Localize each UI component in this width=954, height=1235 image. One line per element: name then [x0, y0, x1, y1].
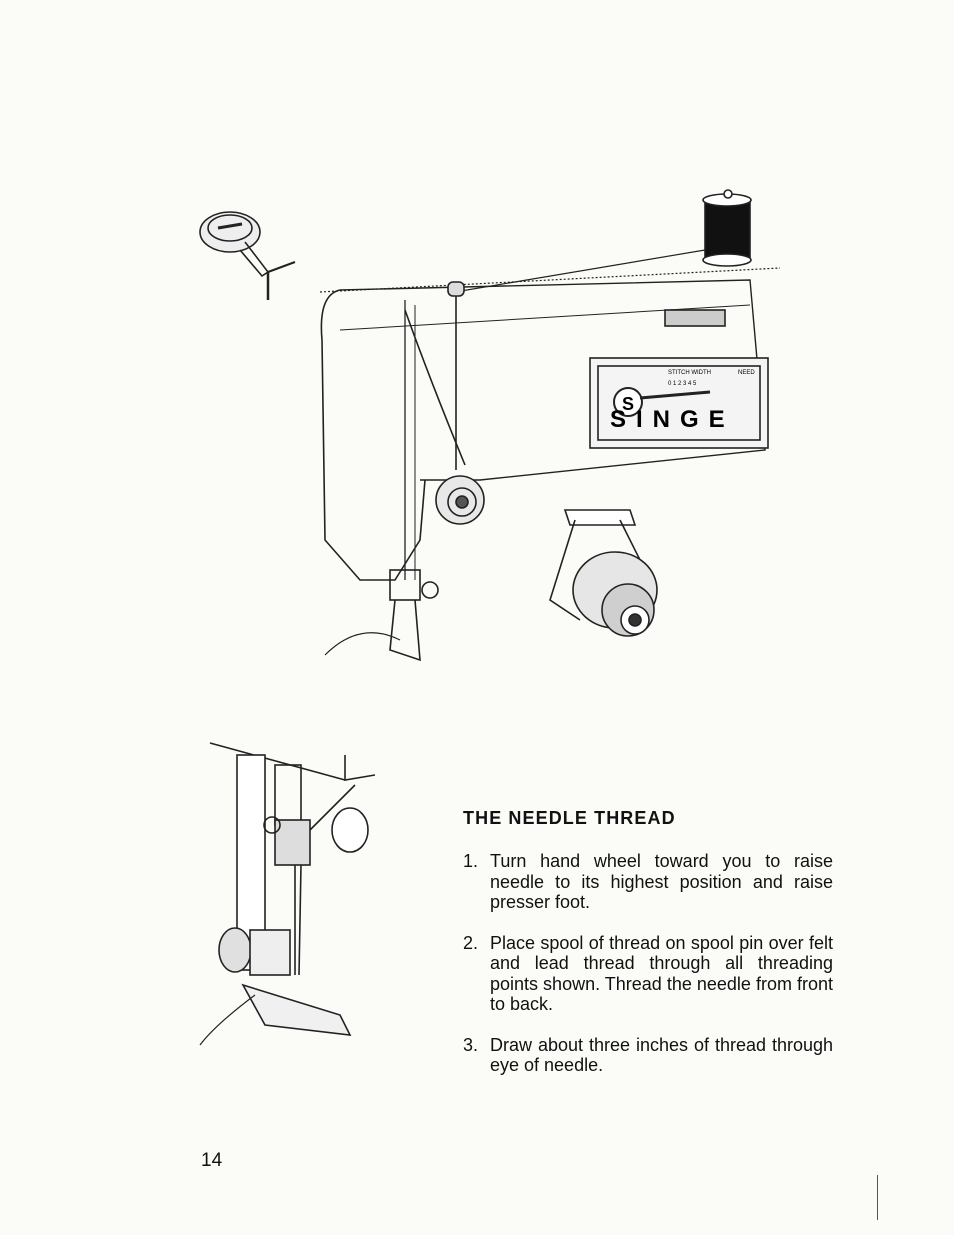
- step-text: Draw about three inches of thread throug…: [490, 1034, 833, 1076]
- needle-closeup-illustration: [199, 742, 375, 1046]
- machine-threading-illustration: SINGE S STITCH WIDTH NEED 0 1 2 3 4 5: [199, 189, 780, 662]
- margin-rule: [877, 1175, 878, 1220]
- step-number: 1.: [463, 851, 479, 871]
- step-text: Place spool of thread on spool pin over …: [490, 932, 833, 1015]
- thread-spool-icon: [702, 189, 752, 267]
- step-2: 2. Place spool of thread on spool pin ov…: [463, 933, 833, 1015]
- width-scale: 0 1 2 3 4 5: [668, 381, 697, 387]
- tension-dial-inset: [549, 509, 658, 637]
- brand-label: SINGE: [610, 406, 735, 433]
- step-text: Turn hand wheel toward you to raise need…: [490, 851, 833, 912]
- panel-label-stitch-width: STITCH WIDTH: [668, 370, 711, 376]
- step-3: 3. Draw about three inches of thread thr…: [463, 1035, 833, 1076]
- brand-logo-letter: S: [622, 394, 634, 414]
- step-number: 3.: [463, 1034, 479, 1055]
- step-list: 1. Turn hand wheel toward you to raise n…: [463, 851, 833, 1076]
- step-1: 1. Turn hand wheel toward you to raise n…: [463, 851, 833, 913]
- step-number: 2.: [463, 932, 479, 953]
- needle-thread-section: THE NEEDLE THREAD 1. Turn hand wheel tow…: [463, 808, 833, 1096]
- spool-felt-icon: [199, 211, 296, 300]
- page-number: 14: [201, 1150, 223, 1171]
- section-heading: THE NEEDLE THREAD: [463, 808, 676, 828]
- panel-label-needle: NEED: [738, 370, 755, 376]
